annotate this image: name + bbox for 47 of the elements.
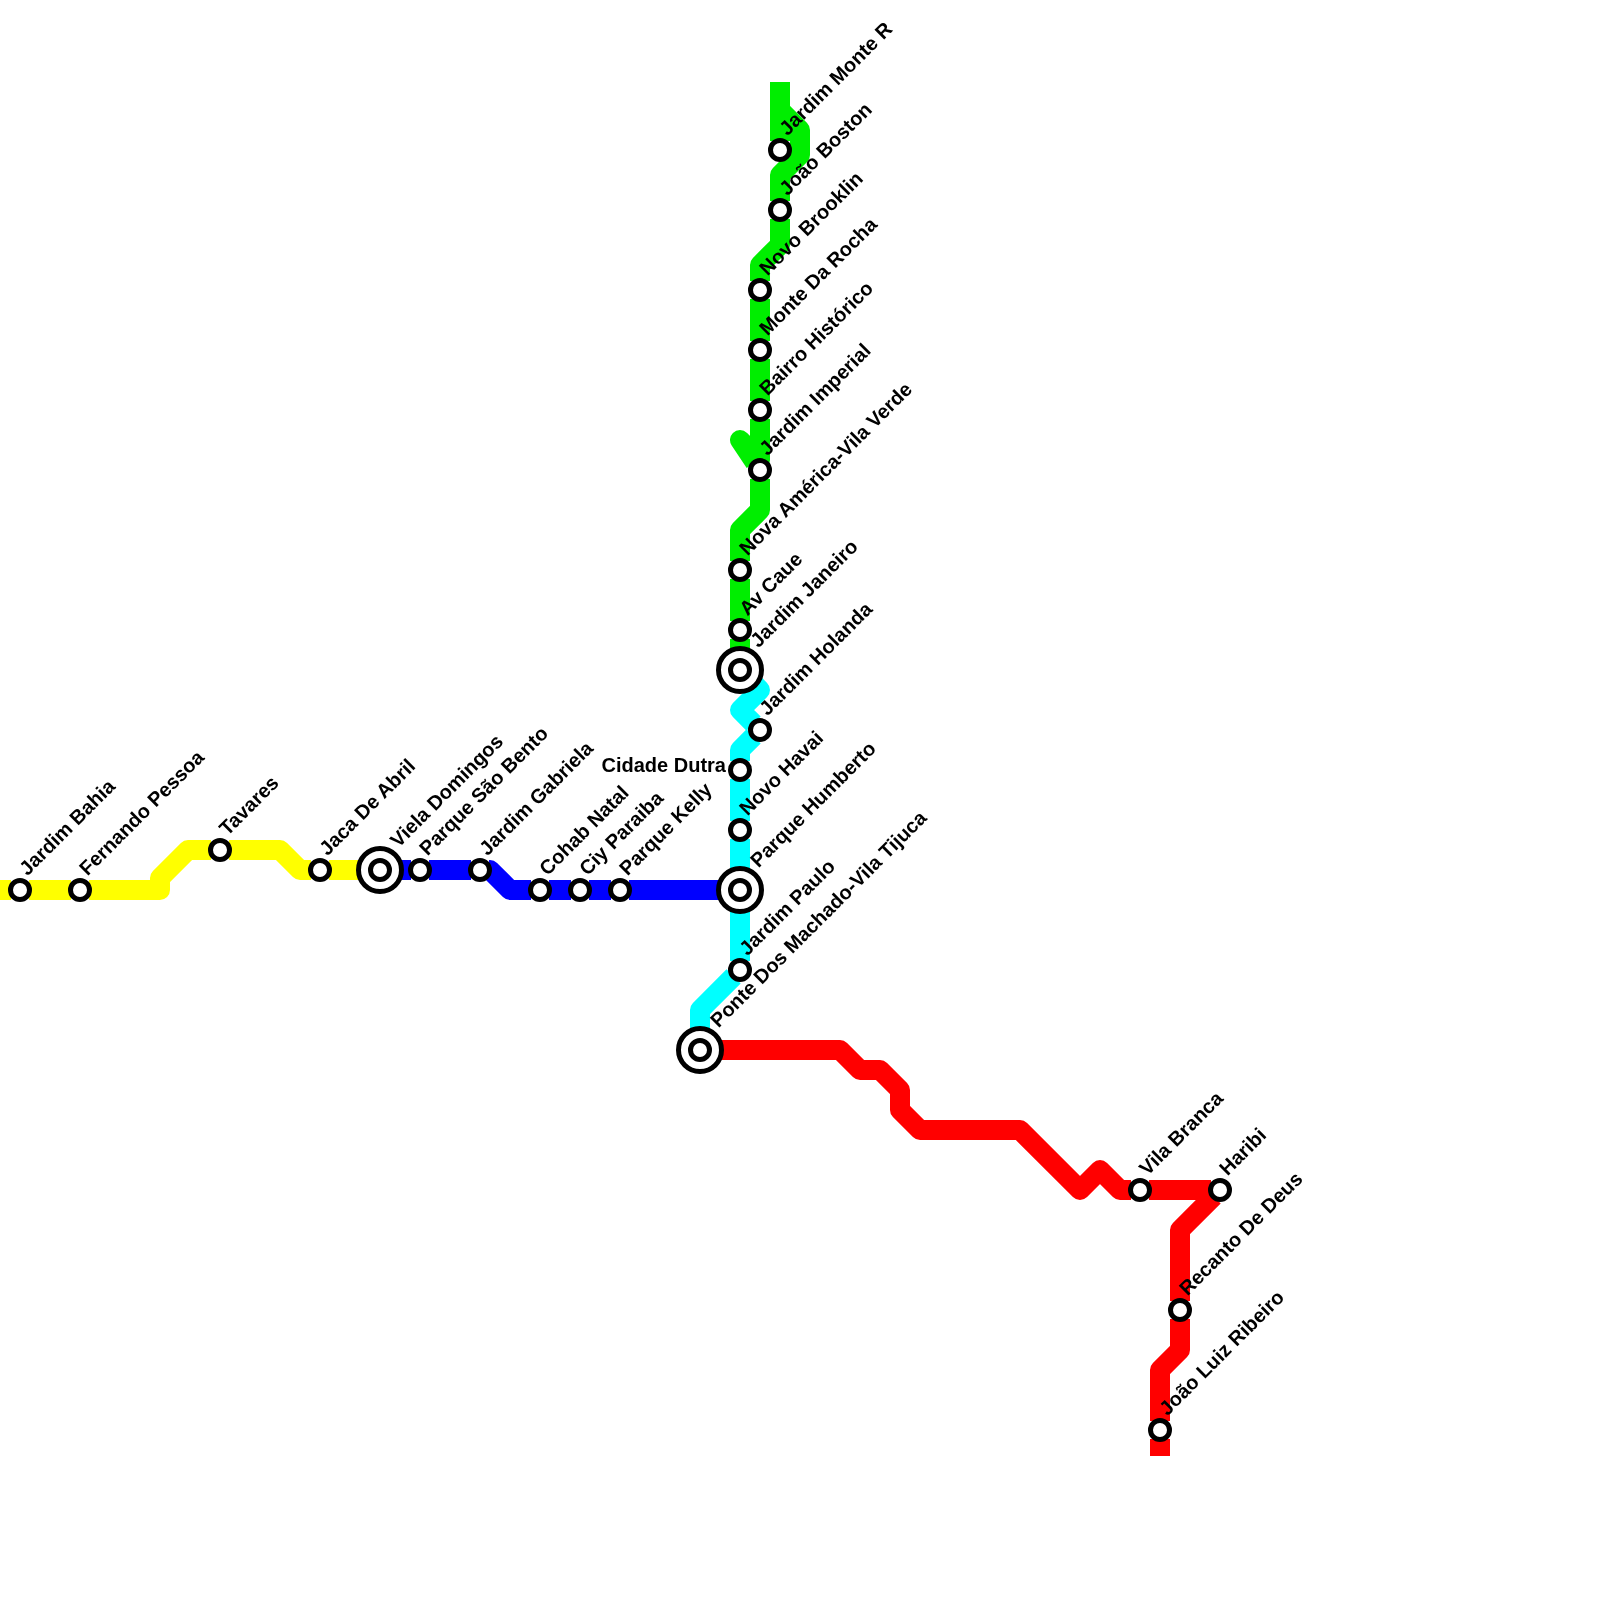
metro-line-segment (29, 880, 71, 900)
metro-line-segment (89, 840, 211, 900)
metro-line-segment (429, 860, 471, 880)
metro-line-segment (730, 779, 750, 821)
metro-line-segment (589, 880, 611, 900)
metro-line-segment (0, 880, 11, 900)
station-icon (528, 878, 552, 902)
metro-line-segment (721, 1040, 1131, 1200)
interchange-station-icon (676, 1026, 724, 1074)
station-name: Cidade Dutra (601, 753, 726, 777)
station-icon (728, 958, 752, 982)
metro-line-segment (1150, 1439, 1170, 1456)
station-icon (1168, 1298, 1192, 1322)
station-icon (608, 878, 632, 902)
station-icon (8, 878, 32, 902)
metro-line-segment (629, 880, 719, 900)
station-icon (468, 858, 492, 882)
station-icon (308, 858, 332, 882)
station-icon (748, 718, 772, 742)
metro-line-segment (750, 219, 790, 281)
metro-line-segment (730, 729, 761, 761)
station-icon (1148, 1418, 1172, 1442)
metro-line-segment (730, 479, 770, 561)
metro-line-segment (730, 677, 770, 731)
station-icon (1128, 1178, 1152, 1202)
station-icon (748, 458, 772, 482)
station-icon (728, 558, 752, 582)
metro-line-segment (1150, 1319, 1190, 1421)
station-icon (1208, 1178, 1232, 1202)
metro-line-segment (730, 839, 750, 869)
metro-line-segment (750, 299, 770, 341)
metro-line-segment (1149, 1180, 1211, 1200)
metro-line-segment (730, 911, 750, 961)
metro-line-segment (329, 860, 359, 880)
station-icon (768, 198, 792, 222)
station-icon (568, 878, 592, 902)
station-icon (728, 618, 752, 642)
metro-line-segment (549, 880, 571, 900)
station-icon (408, 858, 432, 882)
station-icon (208, 838, 232, 862)
metro-line-segment (730, 419, 770, 470)
station-icon (68, 878, 92, 902)
metro-line-segment (730, 579, 750, 621)
station-icon (728, 818, 752, 842)
metro-line-segment (229, 840, 311, 880)
metro-line-segment (690, 969, 741, 1029)
metro-line-segment (750, 359, 770, 401)
